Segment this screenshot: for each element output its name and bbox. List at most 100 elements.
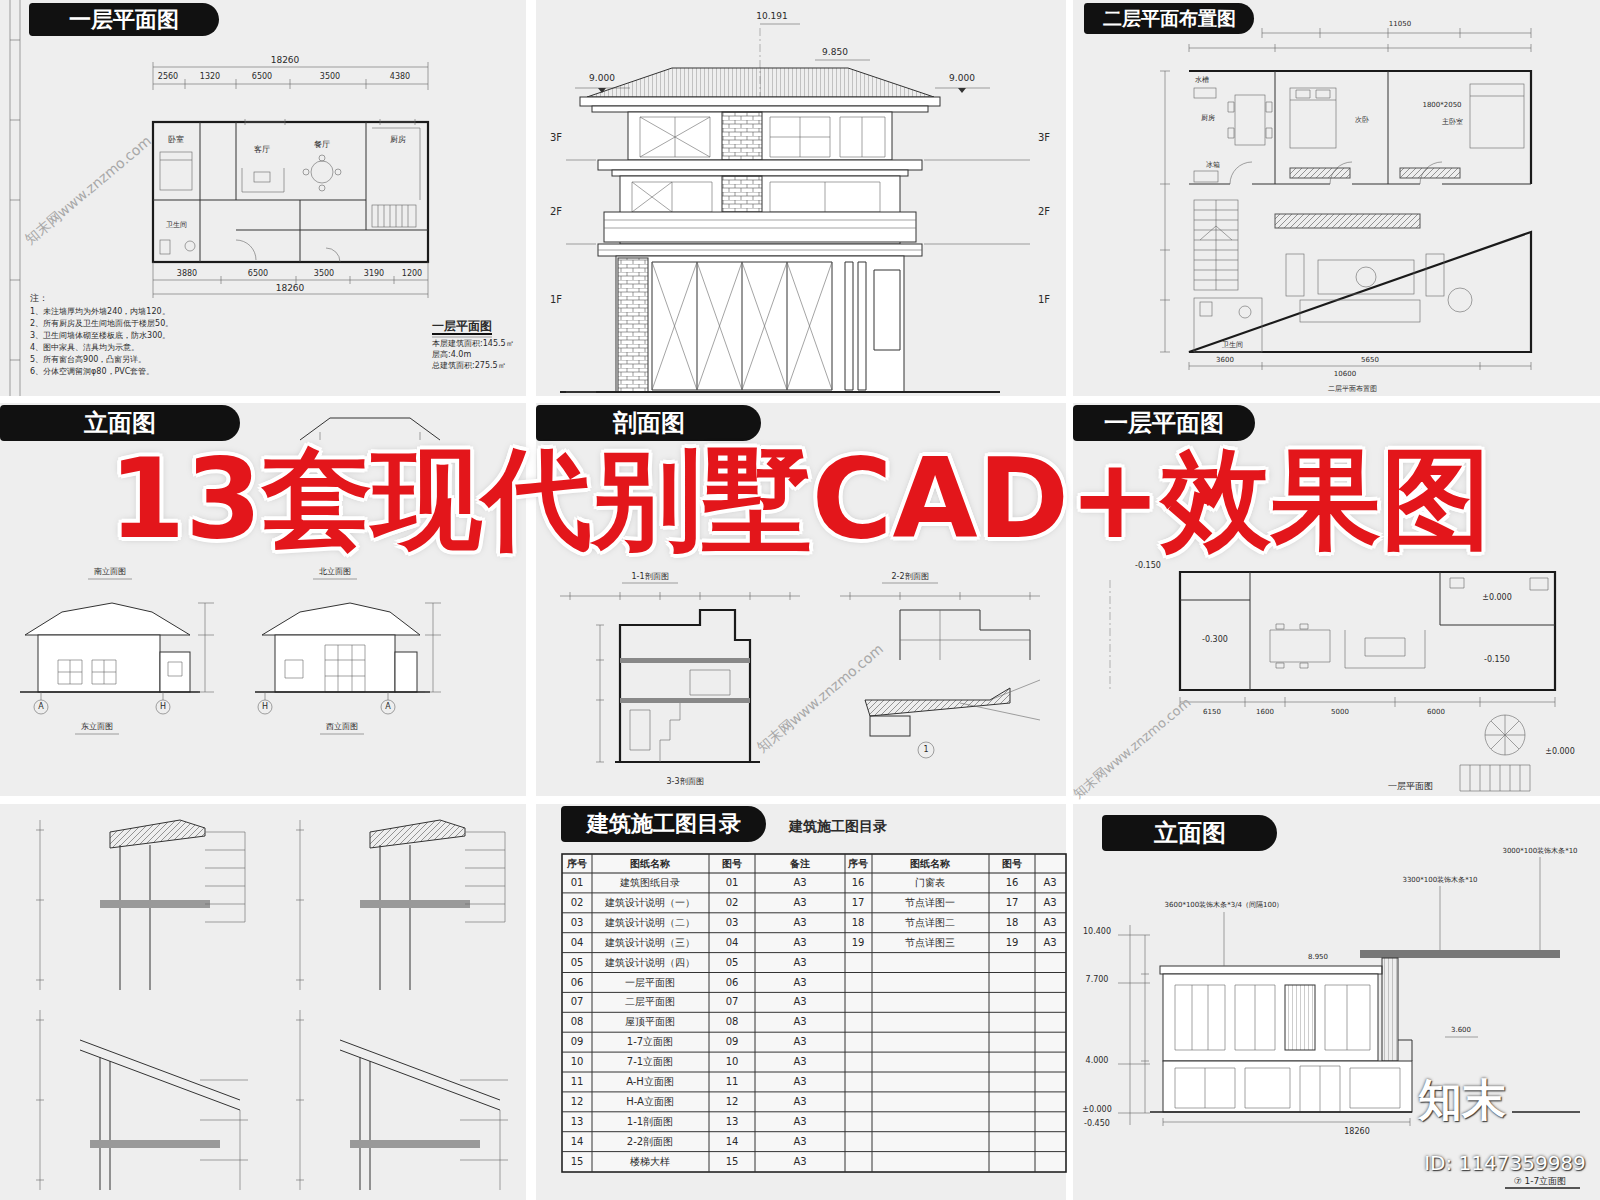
drawing-label: 冰箱 [1206, 162, 1220, 169]
line-art [1270, 624, 1330, 668]
line-art [652, 262, 832, 390]
table-cell: 10 [726, 1057, 739, 1067]
table-cell: 13 [571, 1117, 584, 1127]
table-cell: 13 [726, 1117, 739, 1127]
line-art [1118, 925, 1150, 1125]
line-art [1180, 572, 1555, 690]
floor-plan-two [1160, 28, 1531, 370]
drawing-label: A [38, 703, 43, 711]
drawing-label: 18260 [276, 284, 305, 293]
line-art [1398, 1040, 1412, 1061]
drawing-label: 建筑施工图目录 [789, 819, 887, 833]
line-art [90, 1140, 220, 1148]
table-cell: 14 [571, 1137, 584, 1147]
table-cell: 15 [571, 1157, 584, 1167]
drawing-label: 3F [550, 133, 562, 143]
line-art [536, 0, 1066, 396]
drawing-label: 总建筑面积:275.5㎡ [432, 362, 506, 370]
table-cell: 01 [571, 878, 584, 888]
table-cell: 07 [571, 997, 584, 1007]
line-art [1318, 260, 1414, 294]
drawing-label: 11050 [1389, 21, 1411, 28]
table-cell: A3 [793, 958, 806, 968]
line-art [598, 244, 922, 256]
line-art [262, 603, 420, 635]
drawing-label: -0.150 [1135, 562, 1161, 570]
line-art [618, 258, 648, 392]
line-art [1150, 1111, 1580, 1113]
line-art [319, 185, 325, 191]
line-art [1485, 715, 1525, 755]
line-art [1194, 200, 1238, 290]
drawing-label: ±0.000 [1482, 594, 1512, 602]
line-art [38, 635, 160, 692]
line-art [58, 660, 182, 684]
table-cell: H-A立面图 [626, 1097, 674, 1107]
line-art [0, 0, 526, 396]
table-header: 图纸名称 [910, 859, 950, 869]
drawing-label: 3500 [320, 73, 340, 81]
drawing-label: 2、所有厨房及卫生间地面低于楼层50。 [30, 320, 173, 328]
line-art [156, 700, 170, 714]
table-cell: 建筑设计说明（四） [605, 958, 695, 968]
table-cell: A3 [1043, 918, 1056, 928]
drawing-label: A [385, 703, 390, 711]
line-art [604, 220, 916, 228]
table-header: 备注 [790, 859, 810, 869]
line-art [100, 900, 210, 908]
tag-text: 建筑施工图目录 [587, 813, 741, 835]
line-art [630, 670, 730, 750]
drawing-label: 3.600 [1451, 1027, 1471, 1034]
table-cell: 建筑设计说明（二） [605, 918, 695, 928]
drawing-label: 餐厅 [314, 141, 330, 149]
drawing-label: 6、分体空调留洞φ80，PVC套管。 [30, 368, 154, 376]
table-header: 序号 [567, 859, 587, 869]
line-art [296, 820, 505, 990]
line-art [628, 112, 892, 160]
line-art [242, 168, 284, 192]
drawing-label: 北立面图 [319, 568, 351, 576]
table-cell: 16 [852, 878, 865, 888]
line-art [1224, 857, 1540, 966]
table-cell: A3 [1043, 938, 1056, 948]
line-art [620, 658, 750, 663]
table-cell: 17 [1006, 898, 1019, 908]
table-cell: 建筑设计说明（三） [605, 938, 695, 948]
drawing-label: 18260 [1344, 1128, 1369, 1136]
drawing-label: 5000 [1331, 709, 1349, 716]
line-art [258, 700, 272, 714]
line-art [1286, 254, 1304, 296]
drawing-label: 9.000 [949, 74, 975, 83]
table-cell: 04 [726, 938, 739, 948]
tag-text: 一层平面图 [69, 9, 179, 31]
drawing-label: 卧室 [168, 136, 184, 144]
line-art [1275, 214, 1420, 228]
line-art [80, 1040, 240, 1190]
tag-text: 剖面图 [613, 411, 685, 435]
drawing-label: 3-3剖面图 [666, 778, 703, 786]
drawing-label: 客厅 [254, 146, 270, 154]
line-art [604, 212, 916, 242]
line-art [1485, 715, 1525, 755]
line-art [722, 112, 762, 160]
drawing-label: 2F [1038, 207, 1050, 217]
line-art [1110, 580, 1111, 690]
line-art [300, 418, 440, 440]
drawing-label: 注： [30, 294, 48, 303]
drawing-label: 1800*2050 [1422, 102, 1461, 109]
drawing-label: H [160, 703, 166, 711]
table-cell: 7-1立面图 [627, 1057, 673, 1067]
line-art [245, 119, 415, 125]
line-art [1235, 95, 1265, 145]
drawing-label: 4.000 [1086, 1057, 1109, 1065]
line-art [153, 122, 428, 262]
line-art [432, 333, 492, 335]
line-art [1163, 1118, 1410, 1126]
line-art [200, 1080, 248, 1190]
elevation-front [560, 24, 1030, 392]
table-cell: 屋顶平面图 [625, 1017, 675, 1027]
id-stamp: ID: 1147359989 [1424, 1153, 1586, 1173]
line-art [918, 742, 934, 758]
line-art [1345, 630, 1425, 668]
line-art [285, 645, 365, 692]
